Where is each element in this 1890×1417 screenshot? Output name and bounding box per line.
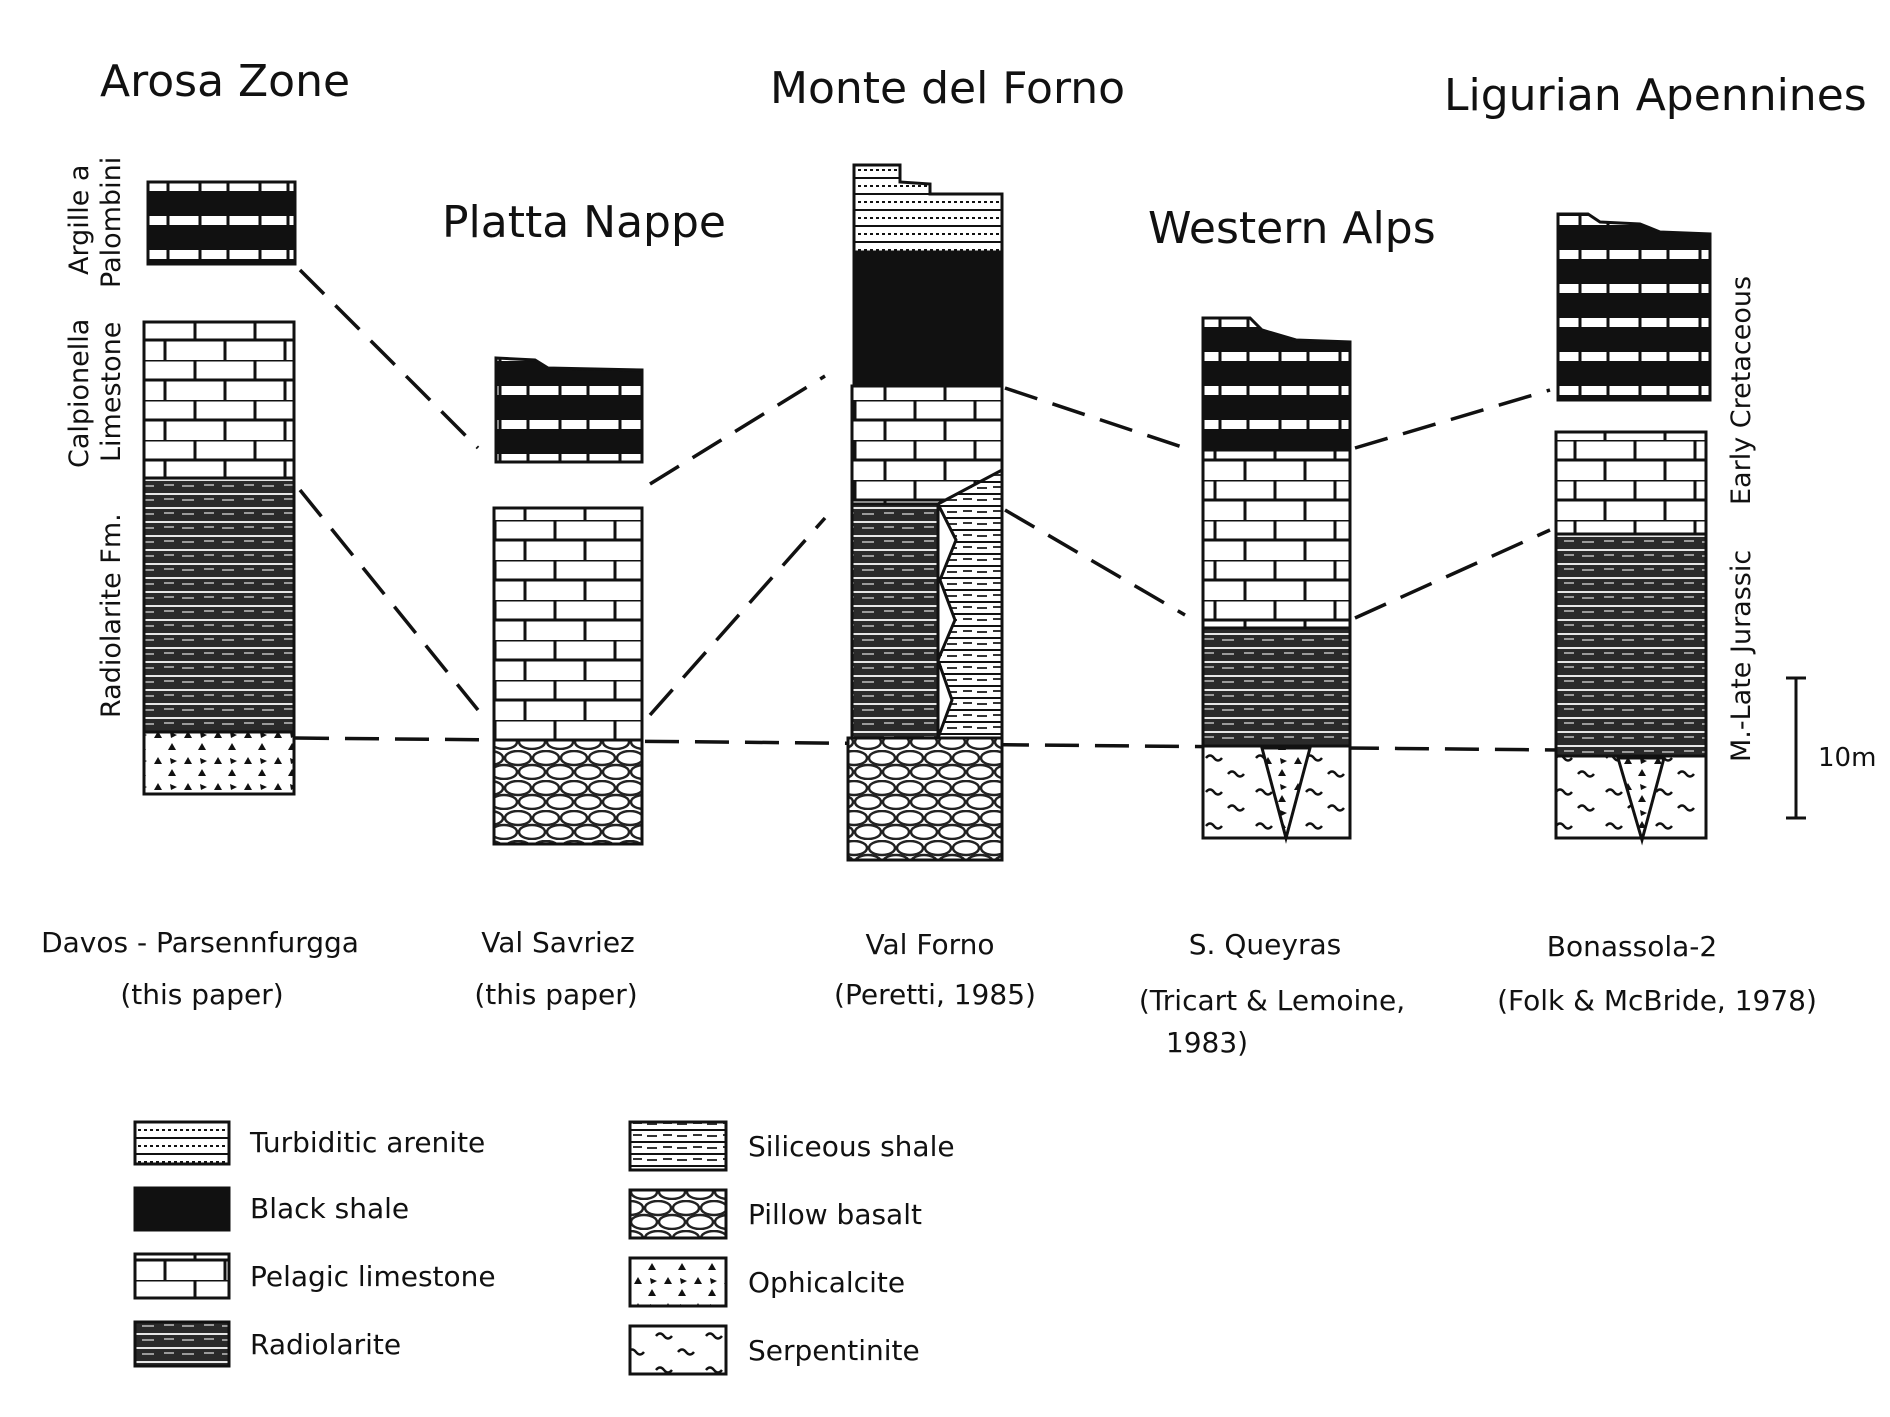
unit-radiolarite	[1554, 532, 1708, 758]
unit-pelagic-limestone	[492, 506, 644, 742]
unit-black-shale	[852, 250, 1004, 388]
unit-siliceous-shale	[935, 467, 1004, 740]
column-caption-name: Bonassola-2	[1547, 930, 1717, 963]
column-caption-source: (this paper)	[474, 978, 637, 1011]
correlation-line	[648, 516, 827, 717]
correlation-line	[1004, 386, 1186, 450]
legend-swatch-turbiditic-arenite	[133, 1120, 231, 1166]
legend-swatch-siliceous-shale	[628, 1120, 728, 1172]
region-title-platta: Platta Nappe	[442, 197, 726, 248]
correlation-line	[1004, 508, 1186, 617]
correlation-line	[1354, 528, 1551, 620]
region-title-ligurian: Ligurian Apennines	[1444, 70, 1867, 121]
unit-calpionella-limestone	[142, 320, 296, 480]
column-caption-name: Val Forno	[866, 928, 995, 961]
unit-ophicalcite-serpentinite	[142, 730, 296, 796]
correlation-line	[298, 268, 480, 450]
unit-black-shale-top	[1556, 212, 1712, 402]
column-caption-source: (Folk & McBride, 1978)	[1497, 984, 1817, 1017]
legend-label: Ophicalcite	[748, 1266, 905, 1299]
section-column-savriez	[492, 356, 644, 846]
legend-label: Pillow basalt	[748, 1198, 922, 1231]
section-column-forno	[846, 163, 1004, 862]
section-column-bonassola	[1554, 212, 1712, 846]
unit-black-shale-top	[494, 356, 644, 464]
legend-label: Siliceous shale	[748, 1130, 955, 1163]
unit-turbiditic-arenite	[852, 163, 1004, 254]
region-title-western: Western Alps	[1148, 203, 1436, 254]
column-captions: Davos - Parsennfurgga (this paper) Val S…	[41, 926, 1817, 1059]
legend-swatch-black-shale	[133, 1186, 231, 1232]
unit-label-palombini: Palombini	[96, 157, 127, 288]
section-column-davos	[142, 180, 297, 796]
unit-radiolarite	[142, 476, 296, 734]
unit-radiolarite	[850, 502, 940, 740]
region-title-arosa: Arosa Zone	[100, 56, 350, 107]
unit-radiolarite	[1201, 626, 1352, 748]
legend-label: Turbiditic arenite	[249, 1126, 485, 1159]
legend-label: Serpentinite	[748, 1334, 920, 1367]
unit-argille-a-palombini	[146, 180, 297, 266]
unit-pillow-basalt	[846, 736, 1004, 862]
column-caption-name: S. Queyras	[1189, 928, 1341, 961]
age-label-cretaceous: Early Cretaceous	[1726, 276, 1757, 505]
unit-ophicalcite-wedge	[1615, 756, 1666, 846]
unit-label-calpionella: Calpionella	[64, 319, 95, 468]
scale-bar-label: 10m	[1818, 743, 1876, 773]
legend-label: Black shale	[250, 1192, 409, 1225]
unit-label-radiolarite: Radiolarite Fm.	[96, 513, 127, 718]
column-caption-source: (Peretti, 1985)	[834, 978, 1036, 1011]
legend-swatch-pelagic-limestone	[133, 1252, 231, 1300]
legend-label: Radiolarite	[250, 1328, 401, 1361]
unit-ophicalcite-wedge	[1260, 746, 1312, 844]
legend-swatch-ophicalcite	[628, 1256, 728, 1308]
legend-swatch-pillow-basalt	[628, 1188, 728, 1240]
legend-label: Pelagic limestone	[250, 1260, 496, 1293]
legend-swatch-radiolarite	[133, 1320, 231, 1368]
unit-label-limestone: Limestone	[96, 322, 127, 462]
legend: Turbiditic arenite Black shale Pelagic l…	[133, 1120, 955, 1376]
column-caption-source: (this paper)	[120, 978, 283, 1011]
age-label-jurassic: M.-Late Jurassic	[1726, 550, 1757, 762]
legend-swatch-serpentinite	[628, 1324, 728, 1376]
unit-pillow-basalt	[492, 738, 644, 846]
column-caption-name: Davos - Parsennfurgga	[41, 926, 359, 959]
unit-pelagic-limestone	[1201, 448, 1352, 630]
correlation-line	[1354, 388, 1551, 450]
correlation-line	[649, 374, 826, 486]
unit-pelagic-limestone	[1554, 430, 1708, 536]
column-caption-source-cont: 1983)	[1166, 1026, 1248, 1059]
region-title-forno: Monte del Forno	[770, 63, 1125, 114]
section-column-queyras	[1201, 316, 1352, 844]
scale-bar	[1786, 676, 1806, 820]
correlation-line	[298, 488, 480, 712]
unit-black-shale-top	[1201, 316, 1352, 452]
unit-label-argille: Argille a	[64, 165, 95, 275]
column-caption-source: (Tricart & Lemoine,	[1139, 984, 1405, 1017]
column-caption-name: Val Savriez	[481, 926, 635, 959]
